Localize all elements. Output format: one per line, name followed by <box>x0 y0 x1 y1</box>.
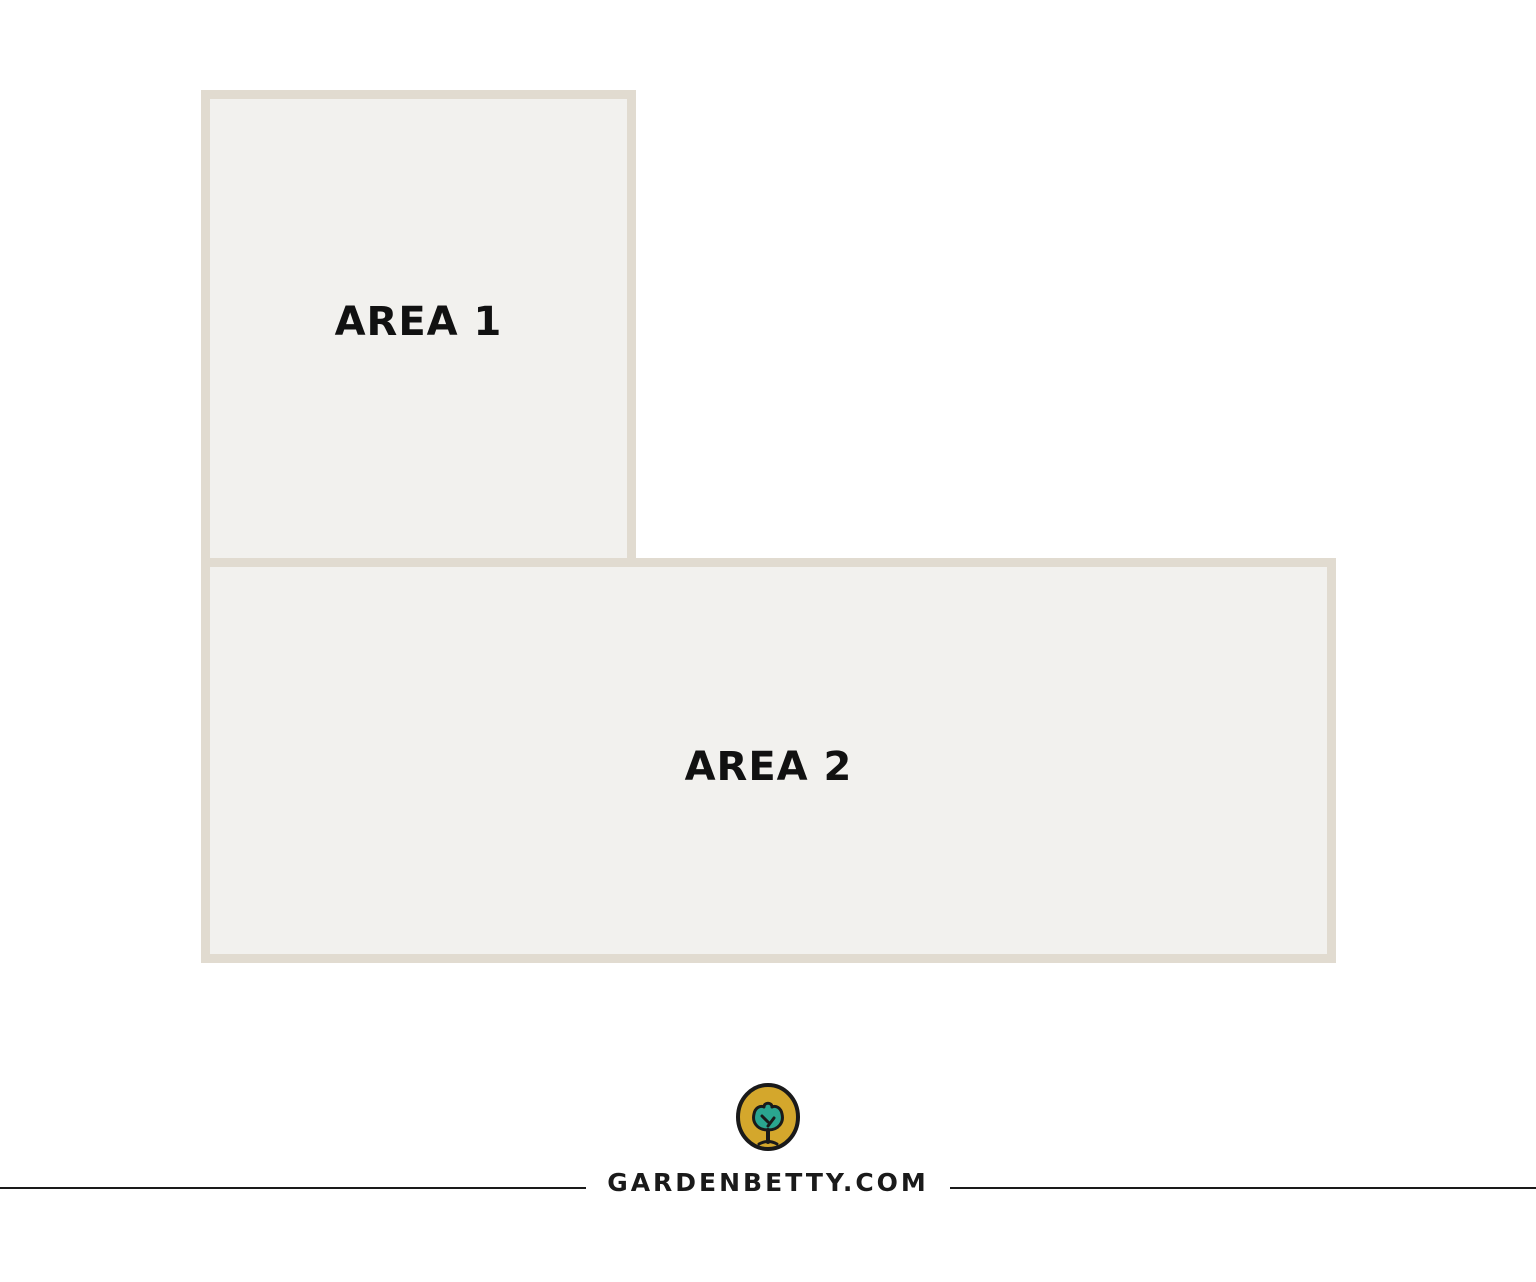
area-1-region: AREA 1 <box>201 90 636 568</box>
brand-name: GARDENBETTY.COM <box>607 1168 929 1197</box>
footer-divider-left <box>0 1187 586 1189</box>
area-2-region: AREA 2 <box>201 558 1336 963</box>
area-2-label: AREA 2 <box>684 743 853 790</box>
tree-in-circle-icon <box>736 1083 800 1151</box>
area-1-label: AREA 1 <box>334 299 503 345</box>
footer-divider-right <box>950 1187 1536 1189</box>
